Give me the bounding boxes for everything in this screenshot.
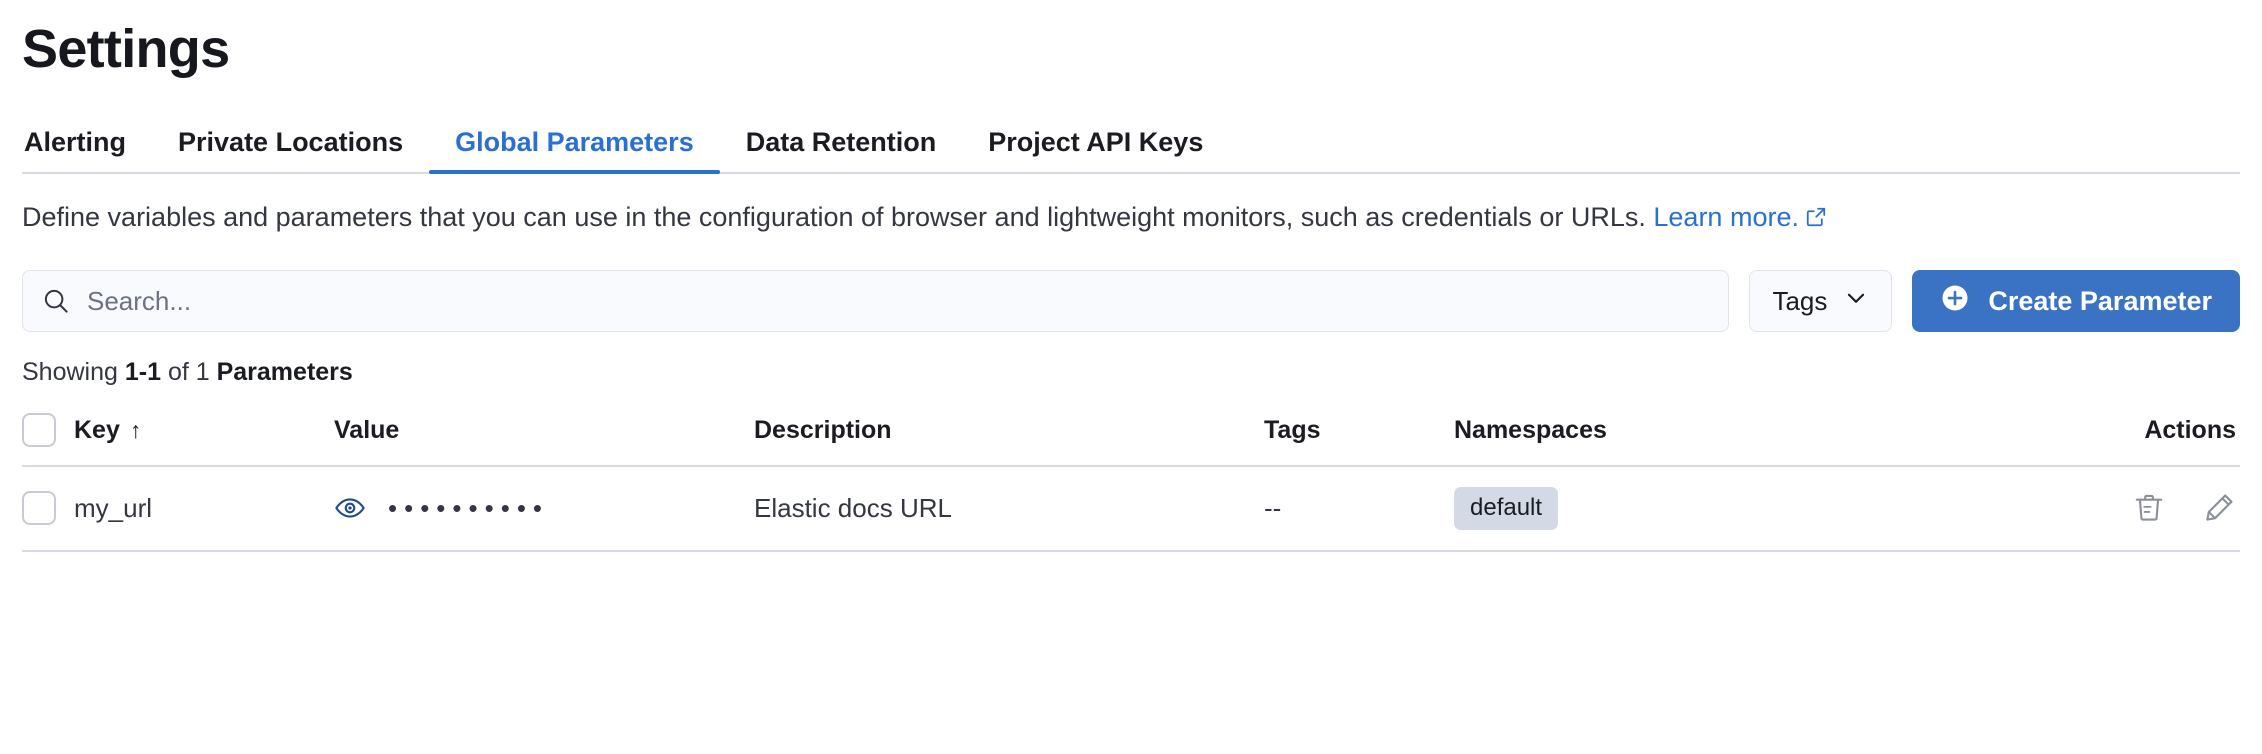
search-icon [41, 286, 71, 316]
learn-more-label: Learn more. [1653, 202, 1799, 233]
cell-actions [1934, 466, 2240, 552]
tab-private-locations[interactable]: Private Locations [152, 129, 429, 172]
tab-data-retention[interactable]: Data Retention [720, 129, 963, 172]
column-label: Namespaces [1454, 415, 1607, 444]
tags-filter-label: Tags [1772, 285, 1828, 316]
pencil-icon[interactable] [2202, 491, 2236, 525]
tab-alerting[interactable]: Alerting [22, 129, 152, 172]
tab-label: Data Retention [745, 127, 937, 158]
column-header-value: Value [334, 403, 754, 468]
column-label: Key [74, 415, 120, 444]
cell-key: my_url [74, 466, 334, 552]
parameters-toolbar: Tags Create Parameter [22, 270, 2240, 333]
column-header-description: Description [754, 403, 1264, 468]
cell-tags: -- [1264, 466, 1454, 552]
results-prefix: Showing [22, 358, 125, 387]
page-description: Define variables and parameters that you… [22, 198, 2202, 240]
eye-icon[interactable] [334, 492, 366, 524]
learn-more-link[interactable]: Learn more. [1653, 202, 1799, 232]
results-middle: of 1 [161, 358, 217, 387]
description-text: Define variables and parameters that you… [22, 202, 1646, 233]
settings-tabs: Alerting Private Locations Global Parame… [22, 118, 2240, 175]
tab-global-parameters[interactable]: Global Parameters [429, 127, 720, 175]
tab-label: Project API Keys [988, 127, 1204, 158]
tab-project-api-keys[interactable]: Project API Keys [962, 129, 1229, 172]
column-header-key[interactable]: Key ↑ [74, 403, 334, 468]
namespace-badge: default [1454, 487, 1559, 530]
select-all-checkbox[interactable] [22, 413, 56, 448]
create-parameter-button[interactable]: Create Parameter [1912, 270, 2240, 333]
column-header-tags: Tags [1264, 403, 1454, 468]
trash-icon[interactable] [2132, 491, 2166, 525]
column-header-actions: Actions [1934, 403, 2240, 468]
external-link-icon [1805, 200, 1827, 240]
select-all-header [22, 403, 74, 468]
tab-label: Global Parameters [455, 127, 694, 158]
column-label: Value [334, 415, 400, 444]
tags-filter-button[interactable]: Tags [1749, 270, 1893, 333]
tab-label: Private Locations [178, 127, 404, 158]
column-label: Tags [1264, 415, 1321, 444]
masked-value: •••••••••• [388, 493, 550, 524]
results-range: 1-1 [124, 358, 161, 387]
cell-namespaces: default [1454, 466, 1934, 552]
results-entity: Parameters [216, 358, 353, 387]
parameters-table: Key ↑ Value Description Tags Namespaces A… [22, 403, 2240, 552]
column-label: Actions [2144, 415, 2236, 444]
table-row: my_url •••••••••• Elastic docs UR [22, 466, 2240, 552]
column-header-namespaces: Namespaces [1454, 403, 1934, 468]
column-label: Description [754, 415, 892, 444]
row-select-cell [22, 466, 74, 552]
page-title: Settings [22, 19, 230, 79]
table-header-row: Key ↑ Value Description Tags Namespaces A… [22, 403, 2240, 468]
chevron-down-icon [1843, 285, 1869, 318]
cell-description: Elastic docs URL [754, 466, 1264, 552]
cell-value: •••••••••• [334, 466, 754, 552]
row-checkbox[interactable] [22, 491, 56, 526]
tab-label: Alerting [24, 127, 127, 158]
search-input[interactable] [85, 270, 1711, 333]
results-count: Showing 1-1 of 1 Parameters [22, 358, 2240, 387]
sort-ascending-icon: ↑ [129, 416, 142, 443]
create-parameter-label: Create Parameter [1988, 285, 2212, 316]
search-box[interactable] [22, 270, 1730, 333]
plus-circle-icon [1940, 283, 1970, 320]
